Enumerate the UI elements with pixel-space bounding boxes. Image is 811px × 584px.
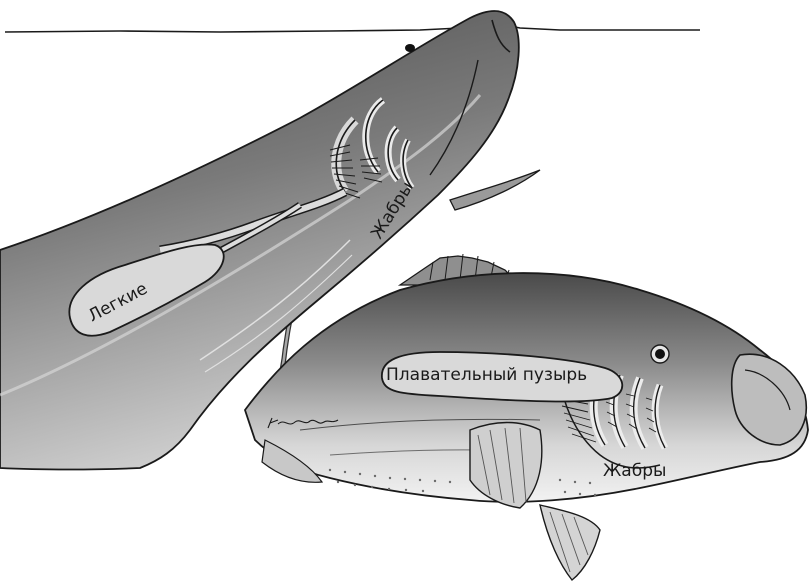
- water-surface-line: [5, 25, 700, 32]
- lungfish-pectoral-fin: [450, 170, 540, 210]
- lungfish-eye: [405, 44, 415, 52]
- label-swim-bladder: Плавательный пузырь: [386, 365, 587, 385]
- label-gills-bottom: Жабры: [603, 461, 666, 481]
- bass-pelvic-fin: [540, 505, 600, 580]
- bass: [245, 254, 808, 580]
